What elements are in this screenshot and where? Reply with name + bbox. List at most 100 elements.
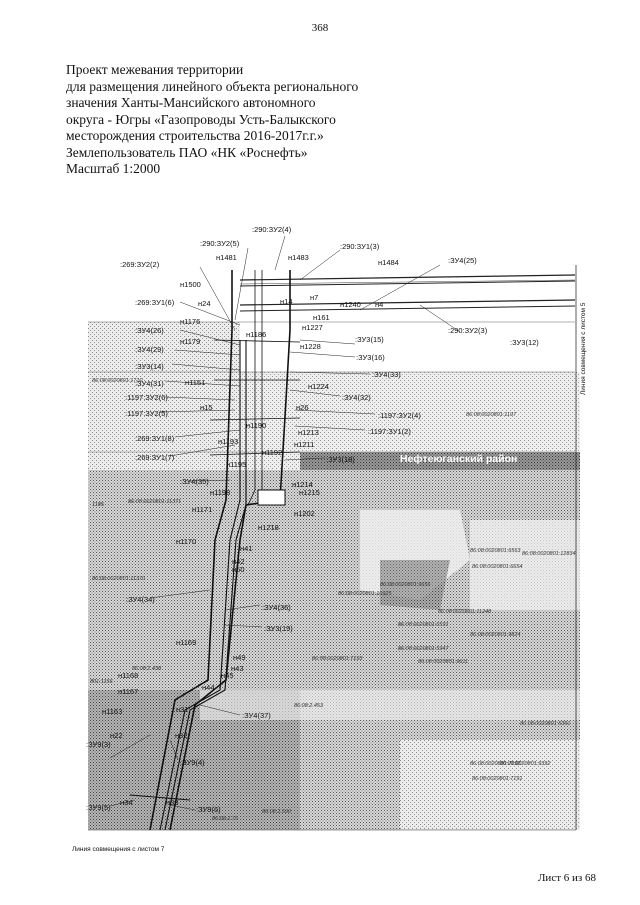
point-label: н1171 xyxy=(192,505,212,514)
plot-labels: :290:ЗУ2(4) :290:ЗУ2(5) :290:ЗУ1(3) :269:ЗУ… xyxy=(86,225,539,814)
plot-label: :ЗУ4(31) xyxy=(135,379,164,388)
title-line: для размещения линейного объекта региона… xyxy=(66,78,359,94)
point-label: н1213 xyxy=(298,428,319,437)
point-label: н44 xyxy=(202,683,214,692)
plot-label: :1197:ЗУ2(6) xyxy=(125,393,168,402)
point-label: н26 xyxy=(296,403,308,412)
point-label: н42 xyxy=(232,557,244,566)
point-label: н1169 xyxy=(176,638,196,647)
cadastral-label: 86:08:0020801:9824 xyxy=(470,632,520,638)
plot-label: :ЗУ9(5) xyxy=(86,803,111,812)
plot-label: :ЗУ9(6) xyxy=(196,805,221,814)
terrain-shading xyxy=(88,322,580,830)
plot-label: :ЗУ3(19) xyxy=(264,624,293,633)
point-label: н1151 xyxy=(185,378,205,387)
plot-label: :ЗУ4(25) xyxy=(448,256,477,265)
plot-label: :1197:ЗУ2(5) xyxy=(125,409,168,418)
point-label: н1198 xyxy=(210,488,230,497)
pipeline-corridor xyxy=(129,270,576,831)
cadastral-label: 801:1156 xyxy=(90,679,113,685)
cadastral-label: 86:08:0020801:9392 xyxy=(500,761,550,767)
point-label: н1240 xyxy=(340,300,361,309)
cadastral-label: 86:08:2.75 xyxy=(212,816,239,822)
cadastral-label: 86:08:0020801:6391 xyxy=(520,721,570,727)
cadastral-label: 86:08:0020801:1710 xyxy=(92,378,143,384)
cadastral-label: 86:08:0020801:12834 xyxy=(522,551,576,557)
plot-label: :290:ЗУ2(5) xyxy=(200,239,240,248)
point-label: н1186 xyxy=(246,330,266,339)
point-label: н43 xyxy=(231,664,243,673)
right-edge-note: Линия совмещения с листом 5 xyxy=(580,302,587,395)
cadastral-label: 86:08:0020801:9611 xyxy=(418,659,468,665)
title-line: месторождения строительства 2016-2017г.г… xyxy=(66,128,324,143)
plot-label: :269:ЗУ2(2) xyxy=(120,260,160,269)
cadastral-labels: 86:08:0020801:171086:08:0020801:119786:0… xyxy=(90,378,576,822)
cadastral-label: 86:08:0020801:9656 xyxy=(380,582,431,588)
title-line: Землепользователь ПАО «НК «Роснефть» xyxy=(66,144,308,160)
point-label: н1483 xyxy=(288,253,309,262)
point-label: н1202 xyxy=(294,509,315,518)
point-label: н1214 xyxy=(292,480,313,489)
point-label: н1167 xyxy=(118,687,138,696)
point-label: н32 xyxy=(175,731,187,740)
point-label: н1190 xyxy=(246,421,266,430)
plot-label: :ЗУ3(15) xyxy=(355,335,384,344)
cadastral-label: 86:08:0020801:6591 xyxy=(398,622,448,628)
point-label: н1218 xyxy=(258,523,279,532)
plot-label: :ЗУ4(37) xyxy=(242,711,271,720)
point-label: н24 xyxy=(198,299,210,308)
point-label: н1228 xyxy=(300,342,321,351)
plot-label: :ЗУ4(29) xyxy=(135,345,164,354)
point-label: н1193 xyxy=(218,437,238,446)
cadastral-label: 86:08:0020801:7192 xyxy=(470,761,520,767)
plot-label: :ЗУ9(4) xyxy=(180,758,205,767)
cadastral-label: 1185 xyxy=(92,502,105,508)
point-label: н1211 xyxy=(294,440,314,449)
title-line: Проект межевания территории xyxy=(66,62,244,77)
point-label: н50 xyxy=(232,565,244,574)
plot-label: :290:ЗУ1(3) xyxy=(340,242,380,251)
plot-label: :ЗУ3(18) xyxy=(326,455,355,464)
bottom-edge-note: Линия совмещения с листом 7 xyxy=(72,846,165,853)
page-number: 368 xyxy=(311,22,329,34)
sheet-counter: Лист 6 из 68 xyxy=(537,872,596,884)
plot-label: :ЗУ4(26) xyxy=(135,326,164,335)
plot-label: :ЗУ3(12) xyxy=(510,338,539,347)
point-label: н49 xyxy=(233,653,245,662)
point-label: н34 xyxy=(120,798,132,807)
point-label: н7 xyxy=(310,293,318,302)
plot-label: :269:ЗУ1(8) xyxy=(135,434,175,443)
cadastral-label: 86:08:0020801:6563 xyxy=(470,548,521,554)
scale-line: Масштаб 1:2000 xyxy=(66,161,161,176)
point-label: н1168 xyxy=(118,671,138,680)
cadastral-label: 86:08:0020801:7191 xyxy=(472,776,522,782)
point-label: н1192 xyxy=(262,448,282,457)
plot-label: :ЗУ4(36) xyxy=(262,603,291,612)
plot-label: :290:ЗУ2(4) xyxy=(252,225,292,234)
cadastral-label: 86:08:0020801:11370 xyxy=(92,576,146,582)
cadastral-label: 86:08:0020801:5947 xyxy=(398,646,449,652)
point-label: н41 xyxy=(240,544,252,553)
point-label: н1170 xyxy=(176,537,196,546)
point-label: н161 xyxy=(313,313,330,322)
plot-label: :ЗУ4(35) xyxy=(180,477,209,486)
plot-label: :ЗУ3(16) xyxy=(356,353,385,362)
plot-label: :269:ЗУ1(6) xyxy=(135,298,175,307)
plot-label: :1197:ЗУ2(4) xyxy=(378,411,421,420)
point-label: н1224 xyxy=(308,382,329,391)
title-line: округа - Югры «Газопроводы Усть-Балыкско… xyxy=(66,111,336,127)
cadastral-label: 86:08:0020801:11248 xyxy=(438,609,492,615)
point-label: н45 xyxy=(221,671,233,680)
point-label: н1179 xyxy=(180,337,200,346)
cadastral-label: 86:08:2.453 xyxy=(294,703,324,709)
cadastral-label: 86:08:0020801:10925 xyxy=(338,591,392,597)
plot-label: :ЗУ9(3) xyxy=(86,740,111,749)
point-label: н31 xyxy=(176,705,188,714)
point-label: н1215 xyxy=(299,488,320,497)
plot-label: :269:ЗУ1(7) xyxy=(135,453,175,462)
point-label: н15 xyxy=(200,403,212,412)
title-block: Проект межевания территории для размещен… xyxy=(66,62,358,178)
leader-lines xyxy=(109,235,461,811)
plot-label: :ЗУ4(33) xyxy=(372,370,401,379)
